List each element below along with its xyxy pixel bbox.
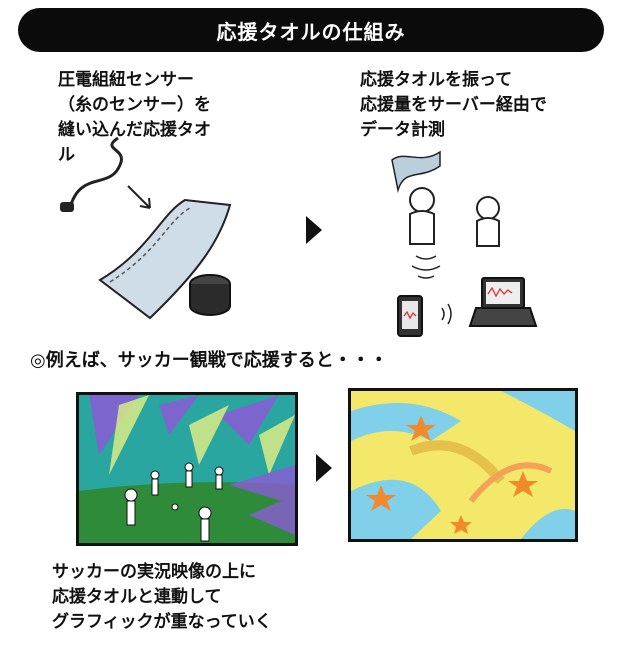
cheer-graphics [351,391,575,539]
fan-body-2 [477,218,499,246]
wifi-dots [442,304,451,324]
soccer-scene [79,395,295,543]
bottom-caption: サッカーの実況映像の上に 応援タオルと連動して グラフィックが重なっていく [52,560,272,635]
fan-head-1 [410,188,434,212]
example-heading: ◎例えば、サッカー観戦で応援すると・・・ [30,348,388,373]
fan-head-2 [477,197,499,219]
overlay-graphics-frame [348,388,578,542]
arrow-right-2 [316,454,332,482]
laptop-base [470,308,536,326]
waving-towel [392,152,440,190]
signal-waves [412,256,440,278]
fan-body-1 [410,211,434,244]
soccer-broadcast-frame [76,392,298,546]
